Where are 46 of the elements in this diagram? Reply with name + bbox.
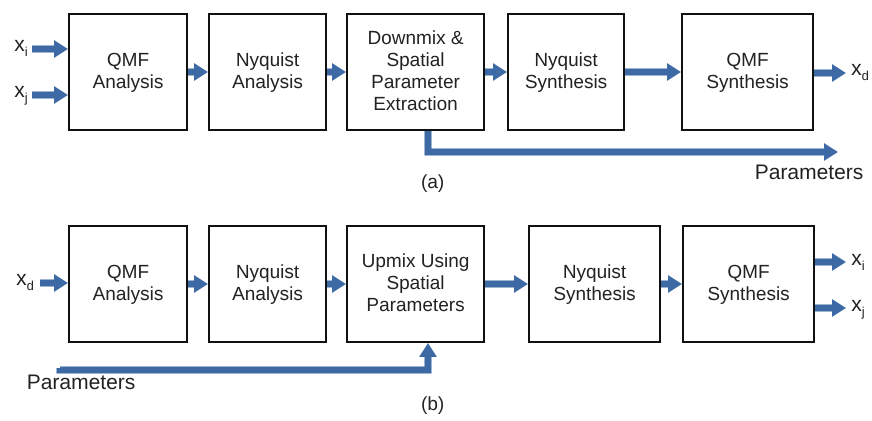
- panel-label: (a): [421, 172, 444, 194]
- process-box: [68, 13, 188, 131]
- arrow: [424, 131, 838, 161]
- box-label: QMF Analysis: [92, 50, 164, 94]
- box-label: QMF Synthesis: [706, 262, 791, 306]
- arrow: [32, 86, 68, 104]
- signal-label: Parameters: [20, 370, 142, 396]
- signal-label: x$_{j}$: [12, 80, 30, 110]
- arrow: [32, 40, 68, 58]
- arrow: [815, 299, 846, 317]
- process-box: [68, 225, 188, 343]
- arrow: [814, 64, 846, 82]
- box-label: Downmix & Spatial Parameter Extraction: [366, 28, 465, 116]
- signal-label: x$_{i}$: [12, 34, 30, 64]
- panel-label: (b): [421, 394, 444, 416]
- arrow: [188, 275, 208, 293]
- process-box: [346, 13, 485, 131]
- arrow: [40, 274, 68, 292]
- signal-label: x$_{d}$: [848, 58, 872, 88]
- signal-label: x$_{i}$: [848, 248, 868, 278]
- arrow: [485, 63, 507, 81]
- box-label: Nyquist Synthesis: [524, 50, 608, 94]
- arrow: [56, 343, 437, 374]
- signal-label: Parameters: [750, 160, 868, 186]
- arrow: [815, 253, 846, 271]
- box-label: Nyquist Analysis: [231, 50, 304, 94]
- process-box: [682, 225, 815, 343]
- arrow: [661, 275, 682, 293]
- arrow: [625, 63, 681, 81]
- process-box: [346, 225, 485, 343]
- signal-label: x$_{j}$: [848, 294, 868, 324]
- arrow: [188, 63, 208, 81]
- arrow: [485, 275, 528, 293]
- signal-label: x$_{d}$: [12, 268, 38, 298]
- process-box: [507, 13, 625, 131]
- process-box: [208, 225, 327, 343]
- box-label: QMF Analysis: [92, 262, 164, 306]
- process-box: [681, 13, 814, 131]
- box-label: Upmix Using Spatial Parameters: [360, 251, 470, 317]
- process-box: [528, 225, 661, 343]
- box-label: Nyquist Synthesis: [552, 262, 637, 306]
- process-box: [208, 13, 327, 131]
- box-label: Nyquist Analysis: [231, 262, 304, 306]
- arrow: [327, 63, 346, 81]
- arrow: [327, 275, 346, 293]
- box-label: QMF Synthesis: [705, 50, 790, 94]
